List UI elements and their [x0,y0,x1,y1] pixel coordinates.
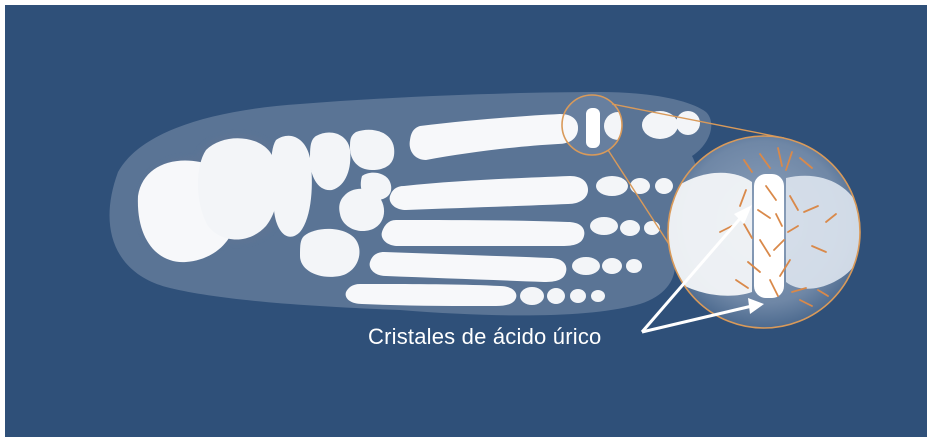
bone-navicular [271,136,312,237]
metatarsal-5 [346,284,517,306]
caption-uric-acid-crystals: Cristales de ácido úrico [368,324,601,350]
metatarsal-3 [382,220,585,246]
bone-talus [198,138,279,239]
bone-cuboid [300,229,359,277]
